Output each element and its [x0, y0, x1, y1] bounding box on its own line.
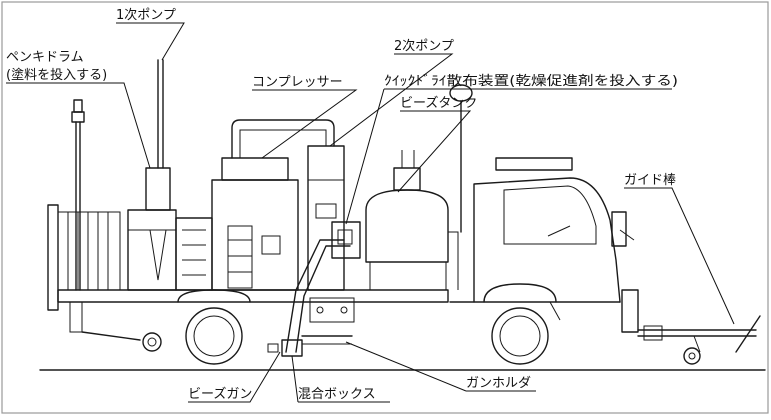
label-guide-bar: ガイド棒	[624, 173, 676, 188]
gun-assembly	[267, 239, 355, 357]
rear-guide-wheel	[81, 331, 162, 352]
sensor-post	[449, 84, 473, 233]
paint-drum-unit	[127, 59, 213, 291]
truck-bed	[47, 204, 449, 333]
label-paint-drum-1: ペンキドラム	[6, 50, 84, 65]
label-compressor: コンプレッサー	[252, 75, 343, 90]
warning-lamp	[71, 99, 85, 291]
front-wheel	[483, 283, 557, 365]
guide-bar-device	[637, 315, 761, 365]
truck-cab	[449, 157, 639, 333]
secondary-pump-unit	[307, 145, 361, 291]
label-bead-gun: ビーズガン	[188, 386, 252, 402]
outer-border	[1, 1, 769, 414]
label-secondary-pump: 2次ポンプ	[394, 38, 454, 54]
compressor-unit	[211, 119, 335, 291]
bead-tank-unit	[365, 150, 459, 291]
label-gun-holder: ガンホルダ	[466, 376, 531, 391]
rear-wheel	[177, 289, 251, 365]
leader-lines	[6, 22, 735, 403]
label-paint-drum-2: (塗料を投入する)	[6, 67, 107, 83]
label-mixing-box: 混合ボックス	[298, 387, 376, 402]
label-quick-dry: ｸｲｯｸﾄﾞﾗｲ散布装置(乾燥促進剤を投入する)	[384, 73, 678, 89]
label-bead-tank: ビーズタンク	[400, 95, 477, 111]
label-primary-pump: 1次ポンプ	[116, 7, 176, 23]
